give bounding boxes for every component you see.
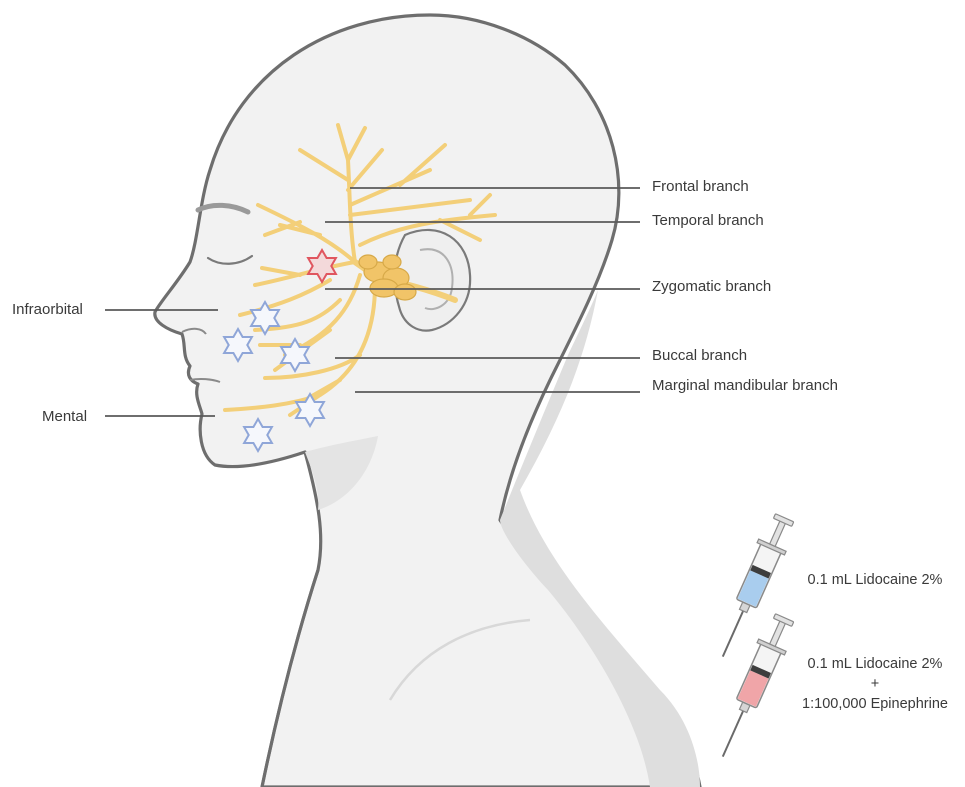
legend-red-plus: + xyxy=(780,674,965,694)
label-mental: Mental xyxy=(42,408,87,426)
legend-red-line1: 0.1 mL Lidocaine 2% xyxy=(780,654,965,674)
label-marginal-mandibular-branch: Marginal mandibular branch xyxy=(652,377,838,395)
legend-red-syringe-label: 0.1 mL Lidocaine 2% + 1:100,000 Epinephr… xyxy=(780,654,965,714)
head-silhouette xyxy=(155,15,700,787)
syringe-icon xyxy=(709,512,798,663)
legend-red-line2: 1:100,000 Epinephrine xyxy=(780,694,965,714)
label-zygomatic-branch: Zygomatic branch xyxy=(652,278,771,296)
label-frontal-branch: Frontal branch xyxy=(652,178,749,196)
legend-blue-syringe-label: 0.1 mL Lidocaine 2% xyxy=(790,570,960,590)
label-buccal-branch: Buccal branch xyxy=(652,347,747,365)
label-temporal-branch: Temporal branch xyxy=(652,212,764,230)
blue-syringe xyxy=(709,512,798,663)
label-infraorbital: Infraorbital xyxy=(12,301,83,319)
